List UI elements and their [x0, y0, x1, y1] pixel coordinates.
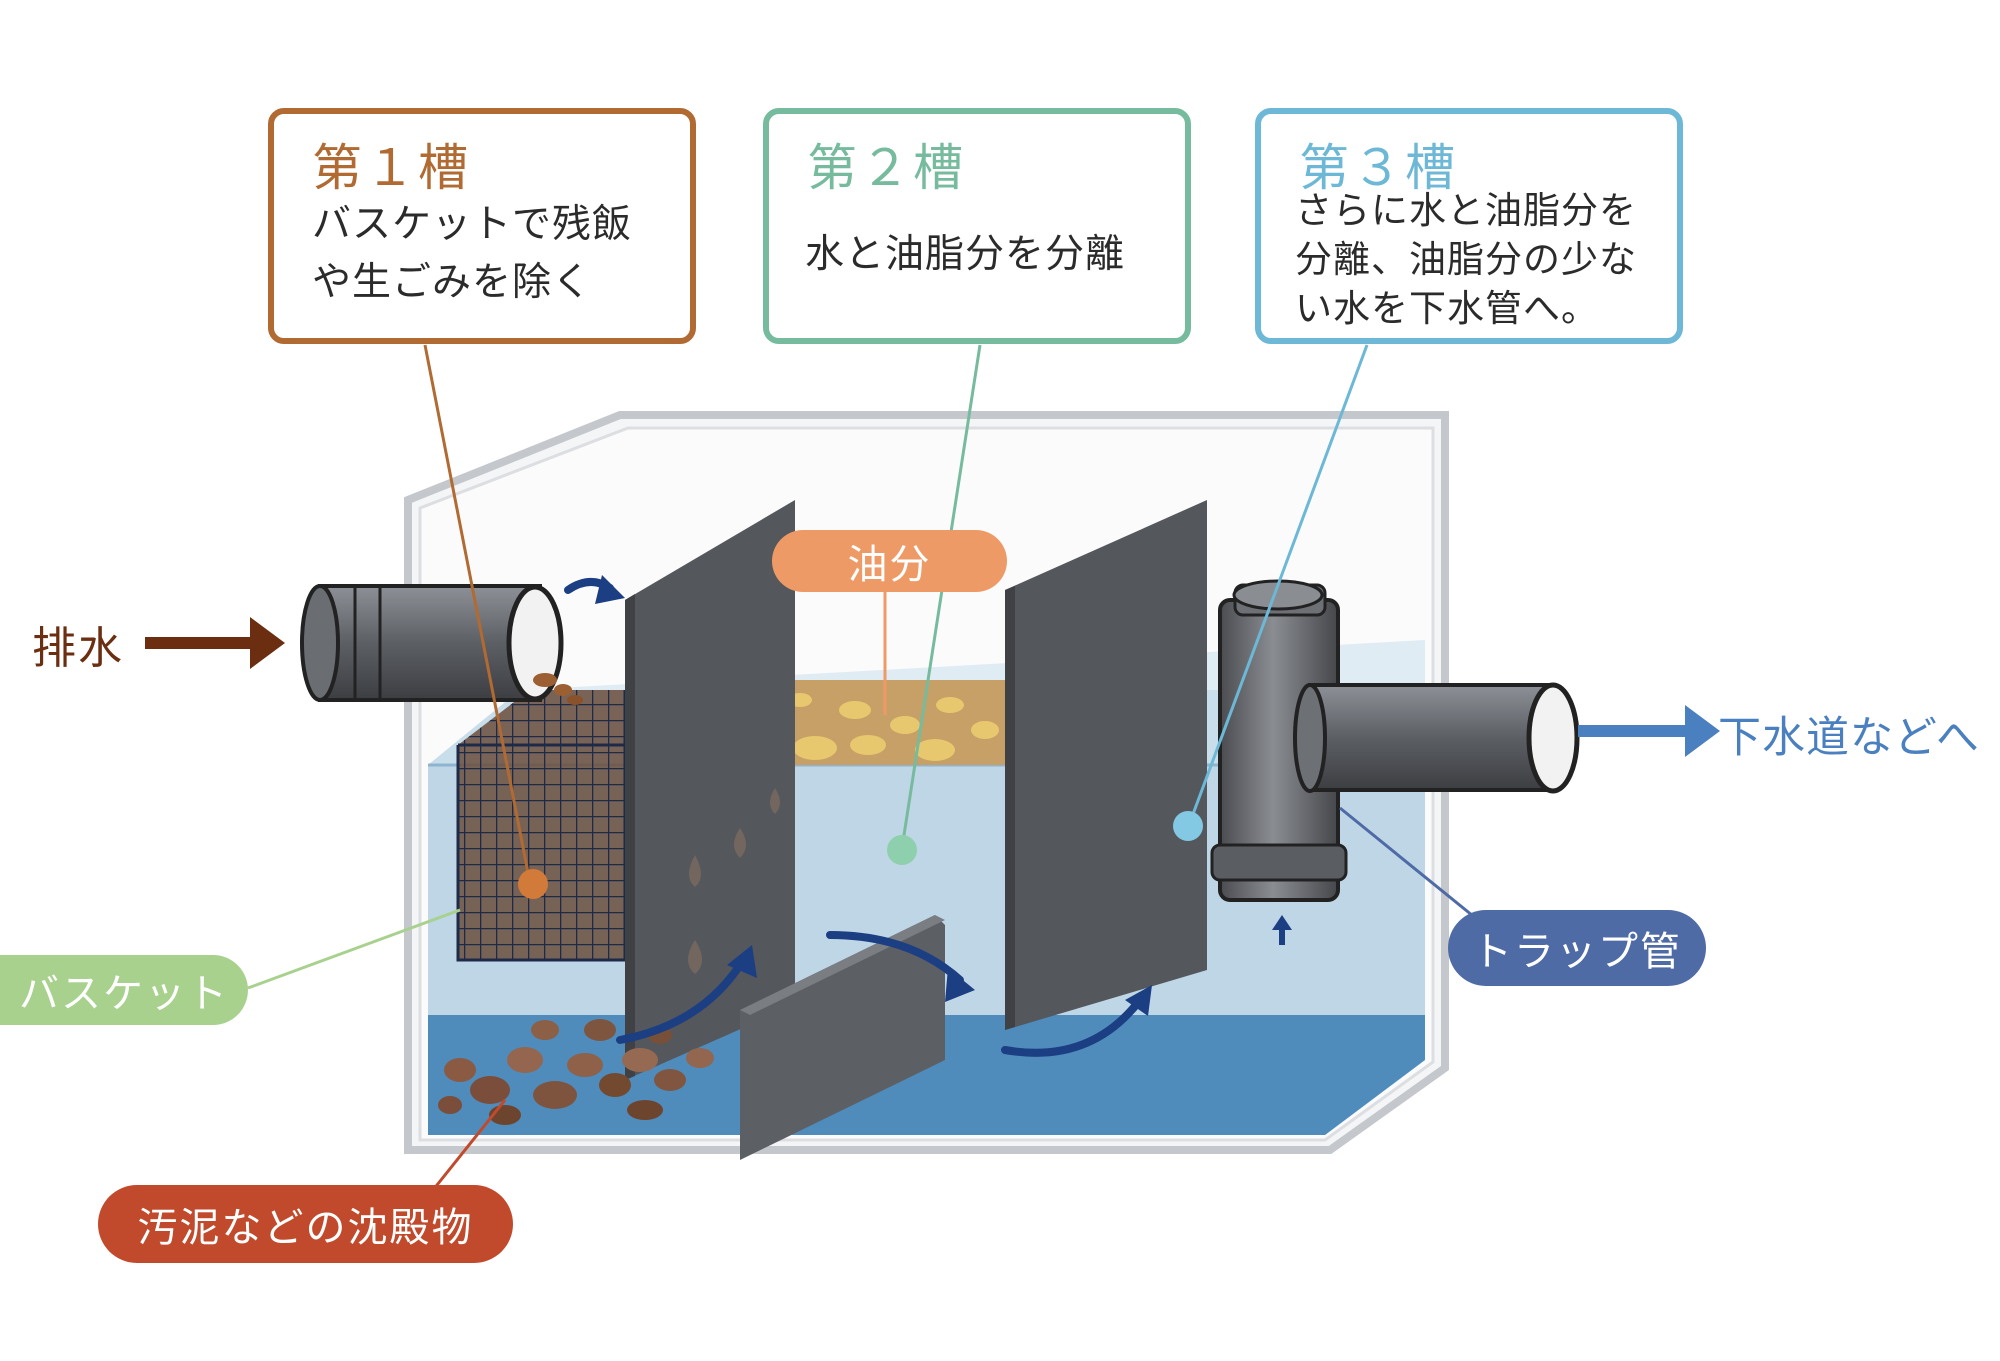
tank1-description: バスケットで残飯 や生ごみを除く: [312, 196, 632, 312]
leader-dots: [518, 811, 1203, 899]
flow-arrow-heads: [595, 575, 1152, 1016]
sludge: [438, 1019, 714, 1125]
tank3-line: さらに水と油脂分を: [1295, 189, 1637, 232]
tank1-line: や生ごみを除く: [312, 260, 593, 305]
tank3-line: い水を下水管へ。: [1295, 287, 1599, 330]
basket-label: バスケット: [0, 955, 248, 1025]
tank2-callout: 第２槽 水と油脂分を分離: [763, 108, 1191, 344]
outflow-arrow: [1578, 705, 1720, 757]
tank3-callout: 第３槽 さらに水と油脂分を 分離、油脂分の少な い水を下水管へ。: [1255, 108, 1683, 344]
tank2-title: 第２槽: [807, 139, 966, 197]
sludge-label: 汚泥などの沈殿物: [98, 1185, 513, 1263]
leader-lines: [247, 344, 1479, 1201]
tank2-description: 水と油脂分を分離: [805, 226, 1125, 284]
tank2-line: 水と油脂分を分離: [805, 232, 1126, 277]
tank3-line: 分離、油脂分の少な: [1295, 238, 1637, 281]
outflow-label: 下水道などへ: [1718, 713, 1980, 763]
inflow-arrow: [145, 617, 285, 669]
inflow-label: 排水: [32, 623, 124, 674]
trap-label: トラップ管: [1448, 910, 1706, 986]
tank1-title: 第１槽: [312, 139, 471, 197]
trap-pipe: [1210, 579, 1580, 945]
inlet-pipe: [300, 584, 583, 705]
tank1-line: バスケットで残飯: [312, 202, 633, 247]
tank1-callout: 第１槽 バスケットで残飯 や生ごみを除く: [268, 108, 696, 344]
tank3-title: 第３槽: [1299, 139, 1458, 197]
tank3-description: さらに水と油脂分を 分離、油脂分の少な い水を下水管へ。: [1295, 186, 1637, 333]
oil-label: 油分: [772, 530, 1007, 592]
baffles: [625, 500, 1207, 1160]
falling-debris: [688, 788, 780, 974]
basket: [456, 690, 627, 962]
